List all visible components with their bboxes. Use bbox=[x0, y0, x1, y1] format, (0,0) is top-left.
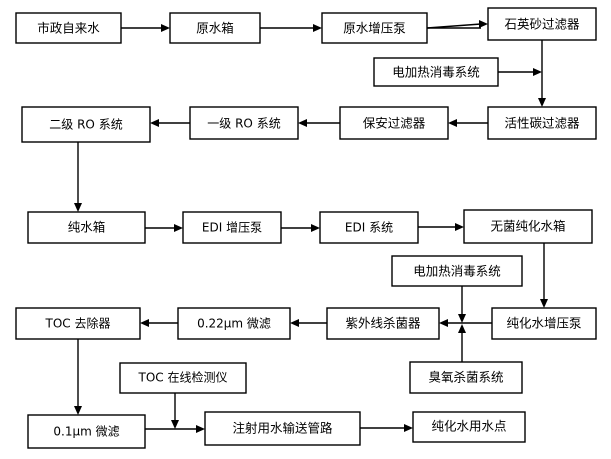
node-microfiltration-01um[interactable]: 0.1μm 微滤 bbox=[27, 414, 146, 449]
node-toc-online-analyzer[interactable]: TOC 在线检测仪 bbox=[119, 362, 247, 394]
node-label: 原水增压泵 bbox=[343, 21, 406, 36]
node-label: 纯化水增压泵 bbox=[506, 316, 581, 331]
node-label: 一级 RO 系统 bbox=[207, 117, 280, 131]
node-wfi-distribution-pipeline[interactable]: 注射用水输送管路 bbox=[204, 411, 361, 446]
node-label: 电加热消毒系统 bbox=[392, 65, 480, 80]
node-ozone-sterilization-system[interactable]: 臭氧杀菌系统 bbox=[409, 361, 523, 394]
edge-heatsterilizer2-to-link bbox=[458, 286, 466, 323]
edge-wfipipeline-to-usepoint bbox=[360, 424, 413, 432]
edge-ro1-to-ro2 bbox=[150, 119, 190, 127]
edge-carbonfilter-to-securityfilter bbox=[448, 119, 488, 127]
edge-ozone-to-link bbox=[458, 324, 466, 362]
node-label: 保安过滤器 bbox=[363, 116, 426, 131]
node-sterile-purified-water-tank[interactable]: 无菌纯化水箱 bbox=[463, 209, 593, 244]
node-label: 无菌纯化水箱 bbox=[490, 219, 565, 234]
node-edi-system[interactable]: EDI 系统 bbox=[319, 211, 419, 244]
node-label: 0.22μm 微滤 bbox=[197, 317, 271, 331]
node-uv-sterilizer[interactable]: 紫外线杀菌器 bbox=[326, 307, 440, 340]
node-toc-remover[interactable]: TOC 去除器 bbox=[15, 307, 141, 340]
edge-tocremover-to-microfilter01 bbox=[74, 339, 82, 415]
edge-rawtank-to-rawpump bbox=[260, 24, 322, 32]
node-label: 纯水箱 bbox=[68, 220, 106, 235]
node-label: TOC 去除器 bbox=[45, 316, 111, 331]
node-quartz-sand-filter[interactable]: 石英砂过滤器 bbox=[487, 7, 597, 41]
edge-puretank-to-edipump bbox=[145, 224, 183, 232]
node-label: 市政自来水 bbox=[37, 21, 100, 36]
node-purified-water-use-point[interactable]: 纯化水用水点 bbox=[412, 411, 526, 443]
edge-toconline-to-link bbox=[171, 393, 179, 429]
edge-tapwater-to-rawtank bbox=[121, 24, 170, 32]
edge-steriletank-to-pwpump bbox=[540, 243, 548, 308]
node-label: 活性碳过滤器 bbox=[504, 116, 580, 131]
node-security-filter[interactable]: 保安过滤器 bbox=[339, 106, 449, 140]
node-label: EDI 系统 bbox=[345, 221, 393, 235]
edge-heatsterilizer1-to-link bbox=[498, 68, 542, 76]
node-label: 臭氧杀菌系统 bbox=[428, 370, 503, 385]
edge-edisystem-to-steriletank bbox=[418, 223, 464, 231]
node-label: EDI 增压泵 bbox=[202, 221, 262, 235]
edge-ro2-to-puretank bbox=[74, 142, 82, 212]
node-label: 纯化水用水点 bbox=[431, 419, 506, 434]
edge-layer bbox=[74, 20, 548, 433]
edge-sandfilter-to-carbonfilter bbox=[538, 40, 546, 107]
edge-microfilter022-to-tocremover bbox=[140, 319, 178, 327]
node-label: 二级 RO 系统 bbox=[49, 118, 122, 132]
node-label: TOC 在线检测仪 bbox=[138, 370, 228, 385]
node-layer: 市政自来水 原水箱 原水增压泵 石英砂过滤器 电加热消毒系统 活性碳过滤器 bbox=[15, 7, 597, 449]
node-microfiltration-022um[interactable]: 0.22μm 微滤 bbox=[177, 307, 291, 340]
node-electric-heat-sterilization-system-2[interactable]: 电加热消毒系统 bbox=[391, 255, 523, 287]
edge-securityfilter-to-ro1 bbox=[298, 119, 340, 127]
node-ro-stage-2-system[interactable]: 二级 RO 系统 bbox=[21, 106, 151, 143]
node-raw-water-tank[interactable]: 原水箱 bbox=[169, 12, 261, 44]
node-label: 紫外线杀菌器 bbox=[345, 316, 421, 331]
edge-uvsterilizer-to-microfilter022 bbox=[290, 319, 327, 327]
node-label: 0.1μm 微滤 bbox=[53, 425, 119, 439]
node-pure-water-tank[interactable]: 纯水箱 bbox=[27, 211, 146, 244]
node-municipal-tap-water[interactable]: 市政自来水 bbox=[15, 12, 122, 44]
node-label: 电加热消毒系统 bbox=[413, 264, 501, 279]
edge-pwpump-to-uvsterilizer bbox=[439, 319, 492, 327]
node-raw-water-booster-pump[interactable]: 原水增压泵 bbox=[321, 12, 428, 44]
node-electric-heat-sterilization-system-1[interactable]: 电加热消毒系统 bbox=[373, 57, 499, 87]
edge-edipump-to-edisystem bbox=[281, 224, 320, 232]
edge-microfilter01-to-wfipipeline bbox=[145, 425, 205, 433]
node-purified-water-booster-pump[interactable]: 纯化水增压泵 bbox=[491, 307, 597, 340]
node-activated-carbon-filter[interactable]: 活性碳过滤器 bbox=[487, 106, 597, 140]
node-label: 注射用水输送管路 bbox=[232, 421, 333, 436]
edge-rawpump-to-sandfilter bbox=[426, 20, 488, 29]
node-ro-stage-1-system[interactable]: 一级 RO 系统 bbox=[189, 106, 299, 140]
node-label: 原水箱 bbox=[196, 21, 234, 36]
node-edi-booster-pump[interactable]: EDI 增压泵 bbox=[182, 211, 282, 244]
node-label: 石英砂过滤器 bbox=[504, 17, 580, 32]
